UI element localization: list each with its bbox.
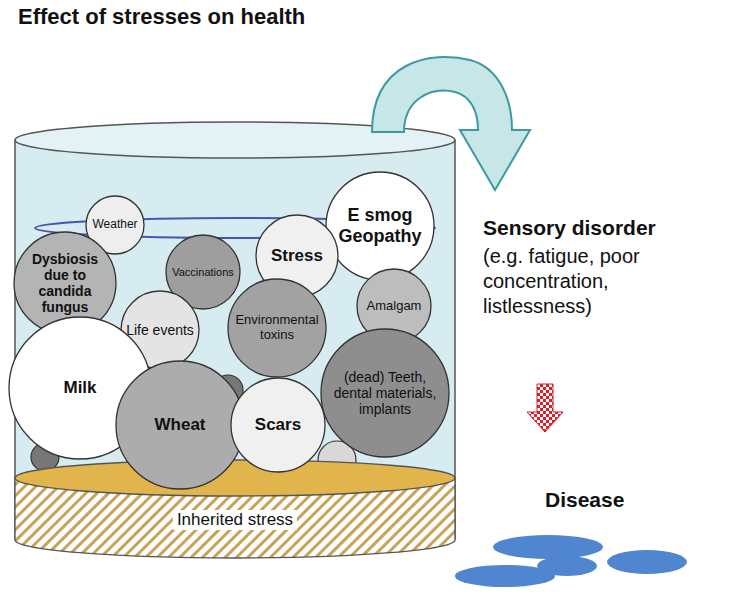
band-top bbox=[15, 460, 455, 496]
symptom-label: Sensory disorder bbox=[483, 216, 656, 240]
symptom-label: (e.g. fatigue, poor concentration, listl… bbox=[483, 244, 698, 319]
node-label: Stress bbox=[271, 246, 323, 266]
base-band: Inherited stress bbox=[15, 460, 455, 558]
node-label: (dead) Teeth, dental materials, implants bbox=[329, 369, 441, 417]
node-label: E smog Geopathy bbox=[333, 205, 428, 246]
node-label: Scars bbox=[255, 415, 301, 435]
node-label: Environmental toxins bbox=[234, 313, 320, 343]
outcome-label: Disease bbox=[545, 488, 624, 512]
stress-circle: E smog Geopathy bbox=[325, 171, 435, 281]
node-label: Life events bbox=[126, 322, 194, 338]
circle-shape bbox=[326, 172, 434, 280]
band-outline bbox=[15, 460, 455, 558]
circle-shape bbox=[231, 378, 325, 472]
circle-shape bbox=[116, 361, 244, 489]
stress-circle: Scars bbox=[230, 377, 326, 473]
stress-circle: (dead) Teeth, dental materials, implants bbox=[320, 328, 450, 458]
puddle bbox=[455, 565, 555, 587]
puddle bbox=[607, 550, 687, 574]
node-label: Dysbiosis due to candida fungus bbox=[21, 251, 110, 315]
overflow-arrow bbox=[372, 57, 530, 190]
stress-circle: Environmental toxins bbox=[227, 278, 327, 378]
node-label: Weather bbox=[92, 218, 137, 232]
node-label: Wheat bbox=[155, 415, 206, 435]
down-arrow bbox=[527, 384, 563, 432]
node-label: Inherited stress bbox=[173, 510, 297, 530]
stress-circle: Wheat bbox=[115, 360, 245, 490]
circle-shape bbox=[321, 329, 449, 457]
title: Effect of stresses on health bbox=[18, 4, 305, 30]
puddle bbox=[493, 535, 603, 559]
node-label: Milk bbox=[63, 378, 96, 398]
node-label: Amalgam bbox=[367, 299, 422, 314]
circle-shape bbox=[228, 279, 326, 377]
node-label: Vaccinations bbox=[172, 266, 234, 279]
